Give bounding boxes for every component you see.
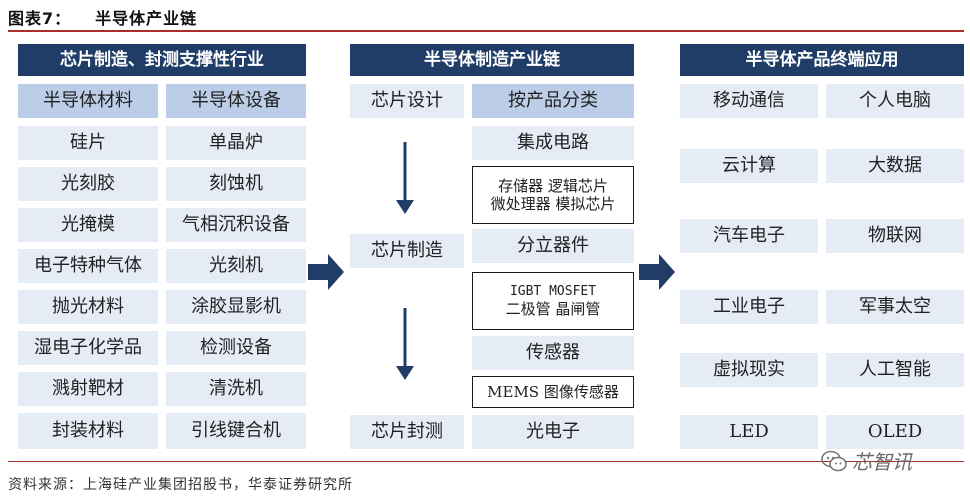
equipment-item: 检测设备 (166, 331, 306, 365)
right-arrow-icon (639, 254, 675, 290)
watermark-text: 芯智讯 (852, 450, 912, 474)
material-item: 光刻胶 (18, 167, 158, 201)
bottom-rule (8, 461, 964, 462)
application-item: LED (680, 415, 818, 449)
application-item: 虚拟现实 (680, 353, 818, 387)
figure-title: 图表7： 半导体产业链 (8, 5, 197, 29)
equipment-header: 半导体设备 (166, 84, 306, 118)
equipment-item: 光刻机 (166, 249, 306, 283)
product-integrated-circuit: 集成电路 (472, 126, 634, 160)
material-item: 抛光材料 (18, 290, 158, 324)
ic-subtypes-box: 存储器 逻辑芯片 微处理器 模拟芯片 (472, 166, 634, 224)
application-item: 物联网 (826, 219, 964, 253)
ic-subtypes-line2: 微处理器 模拟芯片 (490, 195, 616, 213)
figure-title-text: 半导体产业链 (95, 9, 198, 28)
manufacturing-chain-header: 半导体制造产业链 (350, 44, 634, 76)
right-arrow-icon (308, 254, 344, 290)
source-note: 资料来源：上海硅产业集团招股书，华泰证券研究所 (8, 477, 353, 493)
discrete-subtypes-line2: 二极管 晶闸管 (505, 299, 601, 318)
application-item: 云计算 (680, 149, 818, 183)
stage-chip-packaging: 芯片封测 (350, 415, 464, 449)
application-item: 移动通信 (680, 84, 818, 118)
product-sensors: 传感器 (472, 336, 634, 370)
watermark: 芯智讯 (820, 446, 912, 475)
application-item: 汽车电子 (680, 219, 818, 253)
equipment-item: 单晶炉 (166, 126, 306, 160)
down-arrow-icon (396, 142, 414, 214)
figure-label: 图表7： (8, 9, 72, 28)
application-item: 军事太空 (826, 290, 964, 324)
sensor-subtypes-text: MEMS 图像传感器 (487, 383, 619, 401)
product-discrete-devices: 分立器件 (472, 229, 634, 263)
equipment-item: 引线键合机 (166, 413, 306, 449)
application-item: OLED (826, 415, 964, 449)
wechat-icon (821, 450, 847, 471)
support-industry-header: 芯片制造、封测支撑性行业 (18, 44, 306, 76)
application-item: 人工智能 (826, 353, 964, 387)
materials-header: 半导体材料 (18, 84, 158, 118)
material-item: 光掩模 (18, 208, 158, 242)
material-item: 溅射靶材 (18, 372, 158, 406)
end-applications-header: 半导体产品终端应用 (680, 44, 964, 76)
equipment-item: 刻蚀机 (166, 167, 306, 201)
equipment-item: 涂胶显影机 (166, 290, 306, 324)
discrete-subtypes-line1: IGBT MOSFET (509, 284, 597, 300)
ic-subtypes-line1: 存储器 逻辑芯片 (498, 177, 608, 195)
material-item: 湿电子化学品 (18, 331, 158, 365)
top-rule (8, 30, 964, 32)
material-item: 封装材料 (18, 413, 158, 449)
equipment-item: 清洗机 (166, 372, 306, 406)
application-item: 个人电脑 (826, 84, 964, 118)
equipment-item: 气相沉积设备 (166, 208, 306, 242)
stage-chip-design: 芯片设计 (350, 84, 464, 118)
material-item: 电子特种气体 (18, 249, 158, 283)
product-optoelectronics: 光电子 (472, 415, 634, 449)
discrete-subtypes-box: IGBT MOSFET 二极管 晶闸管 (472, 272, 634, 330)
sensor-subtypes-box: MEMS 图像传感器 (472, 376, 634, 408)
by-product-header: 按产品分类 (472, 84, 634, 118)
material-item: 硅片 (18, 126, 158, 160)
application-item: 大数据 (826, 149, 964, 183)
application-item: 工业电子 (680, 290, 818, 324)
down-arrow-icon (396, 308, 414, 380)
stage-chip-manufacturing: 芯片制造 (350, 234, 464, 268)
